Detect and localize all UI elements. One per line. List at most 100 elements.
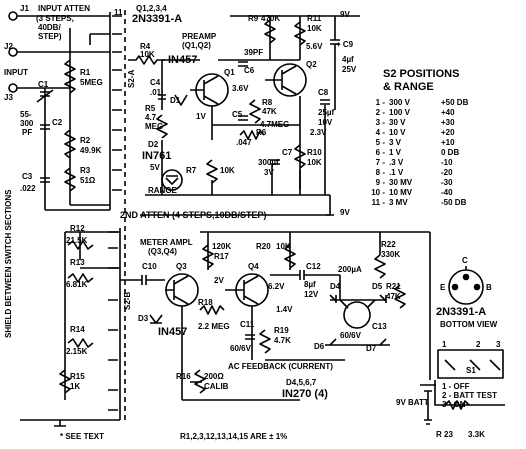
r23-label: R 23 — [436, 430, 453, 439]
v23-label: 2.3V — [310, 128, 327, 137]
s2-position-row: 9 - 30 MV -30 — [371, 178, 453, 188]
s2-position-number: 4 - — [375, 128, 385, 137]
d4-label: D4 — [330, 282, 341, 291]
c11-value: 60/6V — [230, 344, 251, 353]
r20-label: R20 — [256, 242, 271, 251]
battery-label: 9V BATT — [396, 398, 429, 407]
d4567-type: IN270 (4) — [282, 388, 328, 400]
r14-value: 2.15K — [66, 347, 88, 356]
r7-symbol — [206, 159, 218, 184]
meter-value: 200µA — [338, 265, 362, 274]
s1-symbol — [437, 349, 504, 379]
r12-label: R12 — [70, 224, 85, 233]
c8-symbol — [320, 99, 330, 105]
s2-position-number: 6 - — [375, 148, 385, 157]
s2-position-db: -30 — [441, 178, 453, 187]
c4-label: C4 — [150, 78, 161, 87]
r1-symbol — [64, 59, 76, 94]
s2b-label: S2-B — [123, 291, 132, 310]
c6-label: C6 — [244, 66, 255, 75]
r13-value: 6.81K — [66, 280, 88, 289]
c11-label: C11 — [240, 320, 255, 329]
r5-label: R5 — [145, 104, 156, 113]
s2-position-db: -10 — [441, 158, 453, 167]
r19-symbol — [259, 329, 271, 354]
c5-symbol — [238, 115, 248, 121]
s2-position-voltage: .3 V — [389, 158, 404, 167]
s2-position-db: +50 DB — [441, 98, 469, 107]
v9-top: 9V — [340, 10, 350, 19]
s2-position-number: 9 - — [375, 178, 385, 187]
r20-value: 10K — [276, 242, 291, 251]
r16-label: R16 — [176, 372, 191, 381]
c9-value-2: 25V — [342, 65, 357, 74]
s2-position-row: 10 -10 MV-40 — [371, 188, 452, 198]
r5-value: 4.7 — [145, 113, 157, 122]
c4-value: .01 — [150, 88, 162, 97]
c1-value-2: 300 — [20, 119, 34, 128]
r21-symbol — [394, 284, 406, 309]
s2-position-db: -50 DB — [441, 198, 467, 207]
transistor-list: Q1,2,3,4 — [136, 4, 167, 13]
s2-position-voltage: 30 V — [389, 118, 406, 127]
r3-value: 51Ω — [80, 176, 96, 185]
c9-label: + C9 — [336, 40, 354, 49]
r15-label: R15 — [70, 372, 85, 381]
c6-value: 39PF — [244, 48, 264, 57]
r9-label: R9 — [248, 14, 259, 23]
r19-value: 4.7K — [274, 336, 291, 345]
r16-value: 200Ω — [204, 372, 224, 381]
c8-value-2: 10V — [318, 118, 333, 127]
r6-label: R6 — [256, 128, 267, 137]
preamp-title: PREAMP — [182, 32, 217, 41]
v9-mid: 9V — [340, 208, 350, 217]
s1-contact-2: 2 — [476, 340, 481, 349]
r11-value: 10K — [307, 24, 322, 33]
r8-value: 47K — [262, 107, 277, 116]
d1-symbol — [174, 94, 188, 106]
s2-position-voltage: 10 MV — [389, 188, 413, 197]
c9-value-1: 4µf — [342, 55, 354, 64]
q4-label: Q4 — [248, 262, 259, 271]
r6-symbol — [239, 130, 265, 140]
r15-symbol — [59, 369, 71, 394]
c3-symbol — [40, 177, 50, 183]
r21-label: R21 — [386, 282, 401, 291]
pin-e-label: E — [440, 283, 446, 292]
r8-label: R8 — [262, 98, 273, 107]
c13-value: 60/6V — [340, 331, 361, 340]
r17-value: 120K — [212, 242, 232, 251]
s2-position-number: 7 - — [375, 158, 385, 167]
pinout-part: 2N3391-A — [436, 306, 487, 318]
s2-position-number: 8 - — [375, 168, 385, 177]
r22-symbol — [374, 254, 386, 279]
see-text-note: * SEE TEXT — [60, 432, 105, 441]
d4-d5-symbols — [329, 294, 387, 303]
r18-symbol — [199, 305, 225, 315]
r2-value: 49.9K — [80, 146, 102, 155]
v56-label: 5.6V — [306, 42, 323, 51]
pinout-view: BOTTOM VIEW — [440, 320, 498, 329]
d3-symbol — [149, 314, 163, 324]
s2-position-voltage: 30 MV — [389, 178, 413, 187]
v2-label: 2V — [214, 276, 224, 285]
s2-position-db: +30 — [441, 118, 455, 127]
s2-position-row: 7 - .3 V -10 — [371, 158, 453, 168]
j1-label: J1 — [20, 4, 29, 13]
r4-symbol — [128, 55, 165, 65]
d2-type: IN761 — [142, 150, 172, 162]
r6-value: 4.7MEG — [260, 120, 290, 129]
r17-symbol — [202, 244, 214, 269]
r1-label: R1 — [80, 68, 91, 77]
c10-label: C10 — [142, 262, 157, 271]
r18-value: 2.2 MEG — [198, 322, 230, 331]
d2-value: 5V — [150, 163, 160, 172]
s2-position-voltage: .1 V — [389, 168, 404, 177]
s2-position-db: +20 — [441, 128, 455, 137]
atten-db-label: 40DB/ — [38, 23, 61, 32]
d5-label: D5 — [372, 282, 383, 291]
r13-symbol — [67, 273, 94, 283]
d2-label: D2 — [148, 140, 159, 149]
